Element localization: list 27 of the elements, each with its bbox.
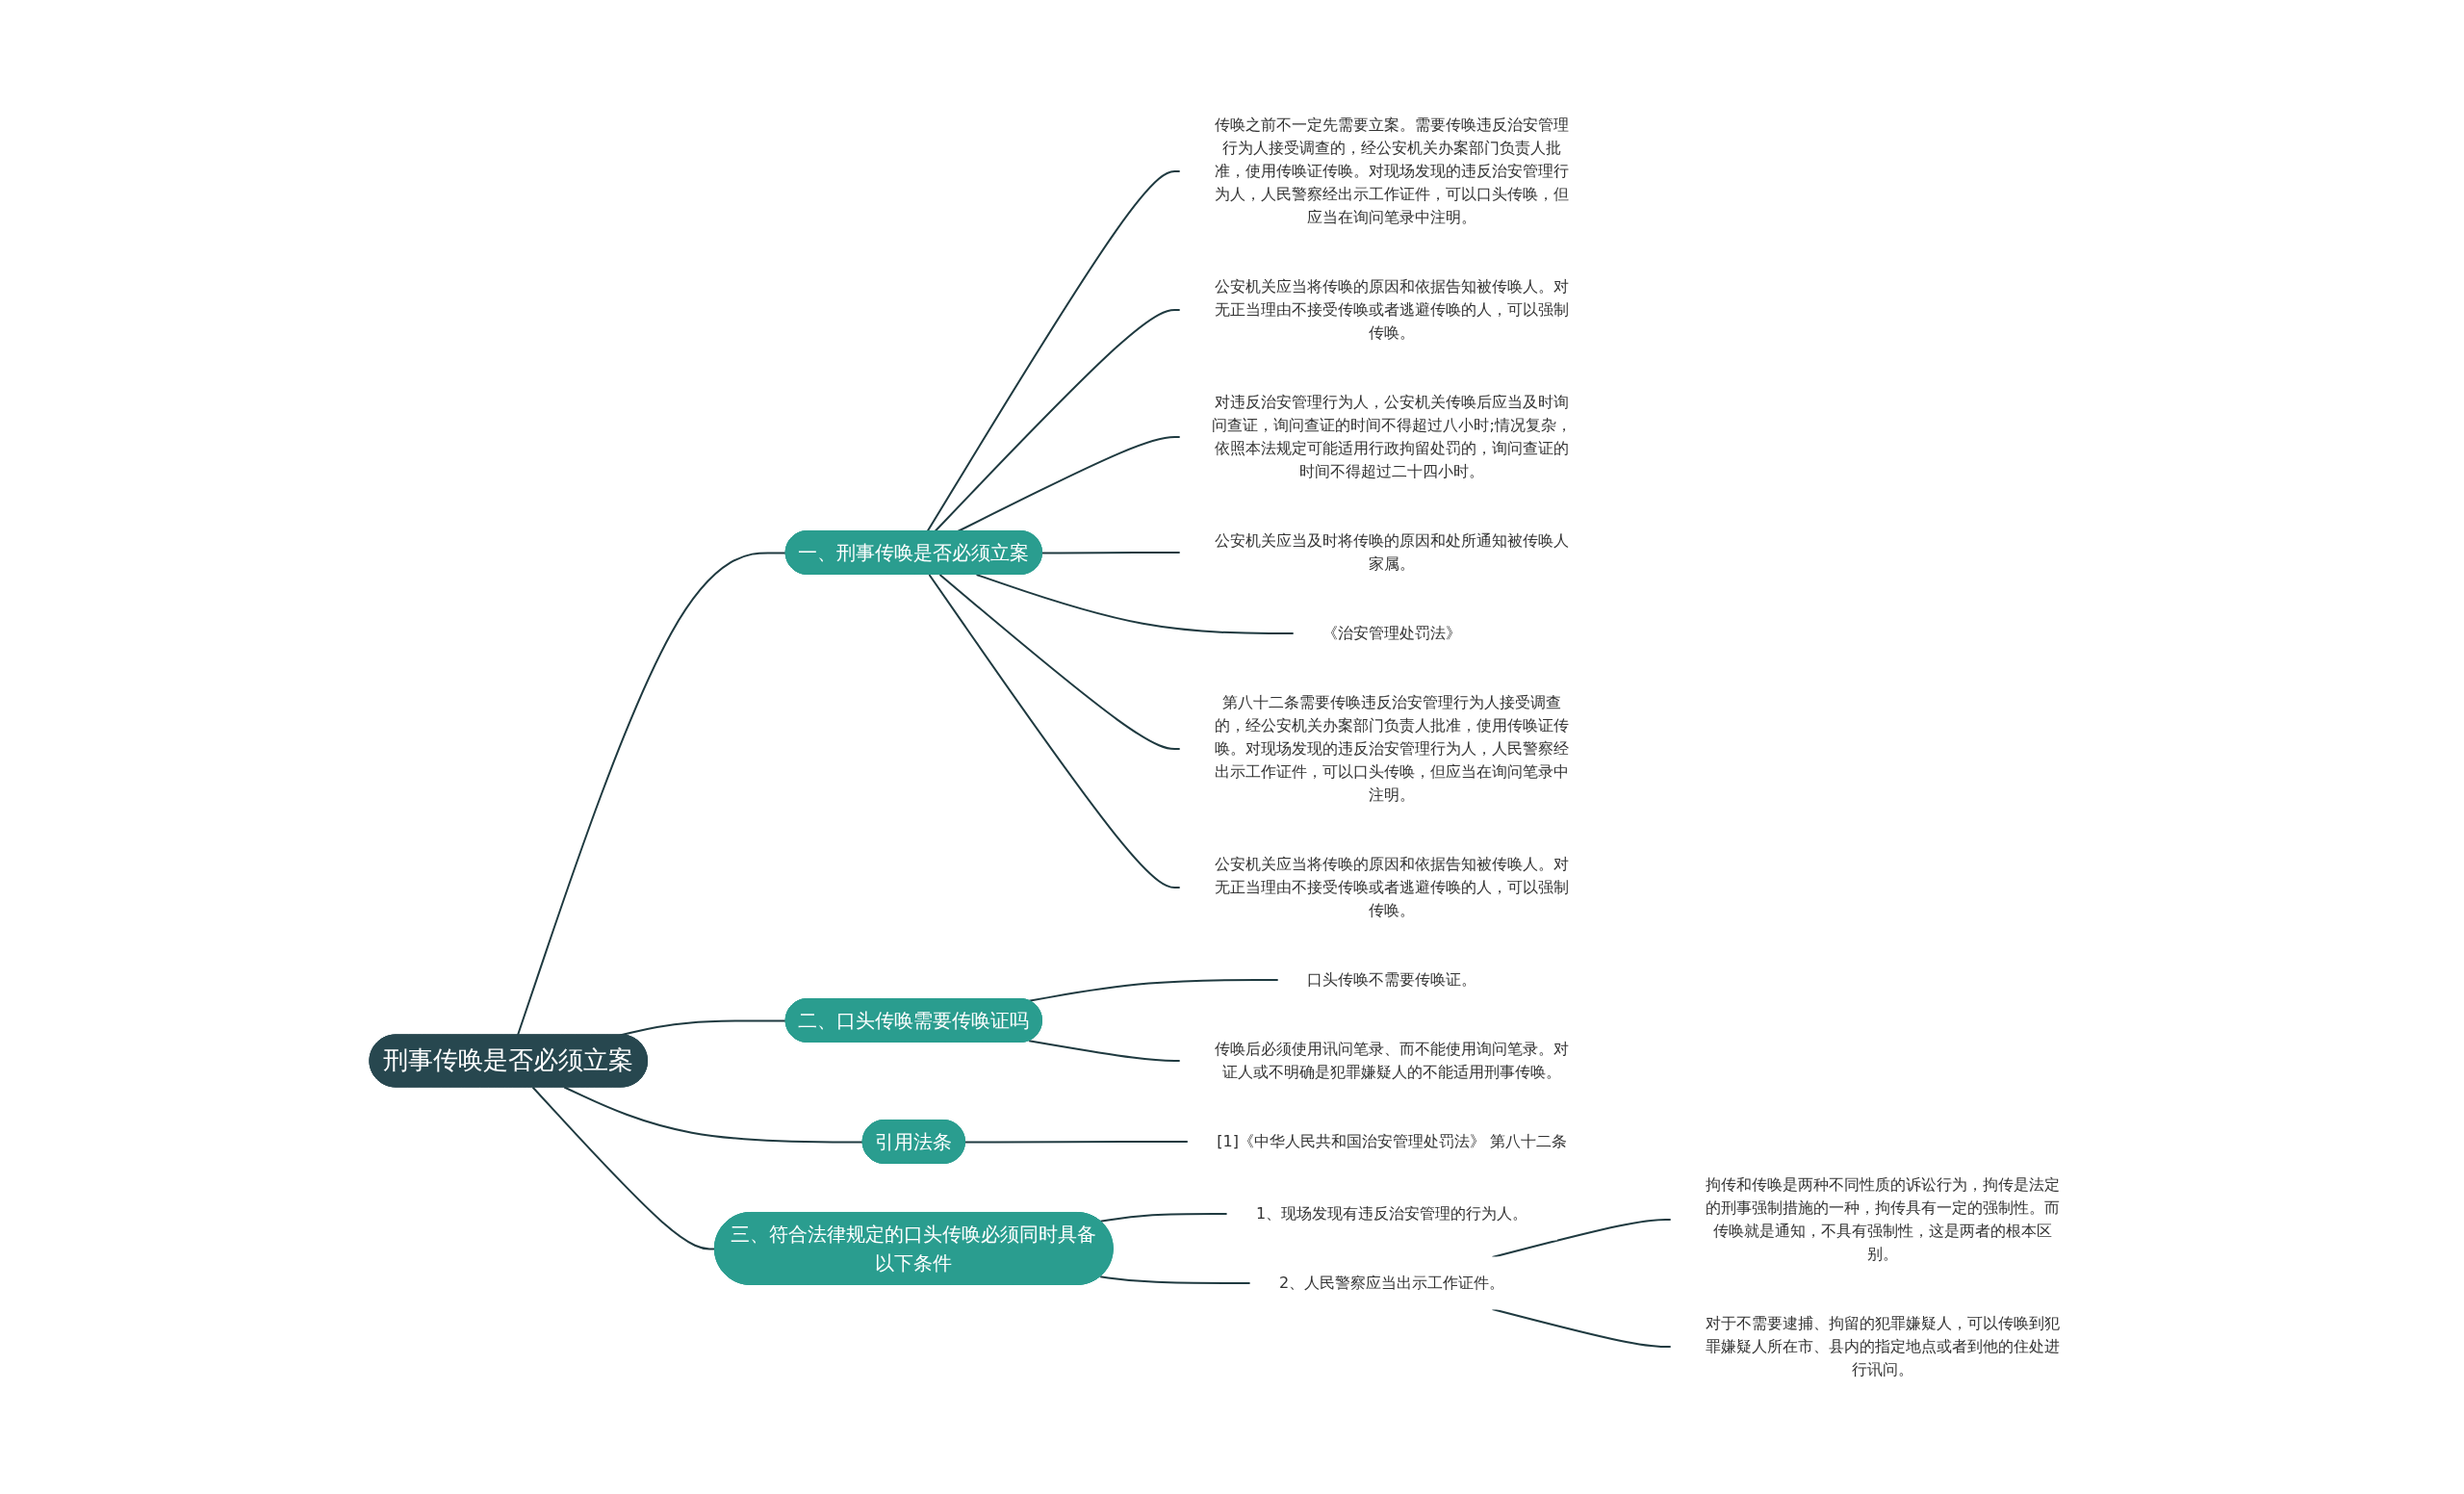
node-text: 公安机关应当将传唤的原因和依据告知被传唤人。对无正当理由不接受传唤或者逃避传唤的人，可以强制传唤。	[1215, 854, 1570, 919]
connector	[1028, 1039, 1182, 1062]
connector	[563, 1086, 864, 1143]
connector	[938, 573, 1182, 750]
node-text: 第八十二条需要传唤违反治安管理行为人接受调查的，经公安机关办案部门负责人批准，使用传唤证传唤。对现场发现的违反治安管理行为人，人民警察经出示工作证件，可以口头传唤，但应当在询问笔录中注明。	[1215, 692, 1570, 804]
node-text: 对违反治安管理行为人，公安机关传唤后应当及时询问查证，询问查证的时间不得超过八小时;情况复杂，依照本法规定可能适用行政拘留处罚的，询问查证的时间不得超过二十四小时。	[1212, 392, 1572, 480]
connector	[1099, 1212, 1228, 1223]
connector	[1028, 978, 1280, 1002]
node-text: 1、现场发现有违反治安管理的行为人。	[1255, 1203, 1528, 1223]
connector	[1099, 1275, 1251, 1284]
connector	[516, 551, 787, 1036]
node-text: 传唤后必须使用讯问笔录、而不能使用询问笔录。对证人或不明确是犯罪嫌疑人的不能适用刑事传唤。	[1215, 1039, 1570, 1081]
node-text: 《治安管理处罚法》	[1322, 623, 1462, 642]
node-text: 2、人民警察应当出示工作证件。	[1278, 1273, 1505, 1292]
node-text: 口头传唤不需要传唤证。	[1307, 969, 1477, 989]
connector	[531, 1086, 716, 1249]
node-text: 对于不需要逮捕、拘留的犯罪嫌疑人，可以传唤到犯罪嫌疑人所在市、县内的指定地点或者到他的住处进行讯问。	[1706, 1313, 2061, 1378]
node-text: 传唤之前不一定先需要立案。需要传唤违反治安管理行为人接受调查的，经公安机关办案部门负责人批准，使用传唤证传唤。对现场发现的违反治安管理行为人，人民警察经出示工作证件，可以口头传唤，但应当在询问笔录中注明。	[1215, 115, 1570, 226]
node-text: [1]《中华人民共和国治安管理处罚法》 第八十二条	[1217, 1131, 1567, 1150]
connector	[1040, 551, 1182, 554]
node-text: 公安机关应当及时将传唤的原因和处所通知被传唤人家属。	[1215, 530, 1570, 573]
connector	[928, 573, 1182, 889]
connector	[963, 1140, 1190, 1143]
connector	[1491, 1307, 1673, 1348]
node-text: 公安机关应当将传唤的原因和依据告知被传唤人。对无正当理由不接受传唤或者逃避传唤的人，可以强制传唤。	[1215, 276, 1570, 342]
connector	[975, 573, 1296, 634]
node-text: 拘传和传唤是两种不同性质的诉讼行为，拘传是法定的刑事强制措施的一种，拘传具有一定的强制性。而传唤就是通知，不具有强制性，这是两者的根本区别。	[1706, 1174, 2061, 1263]
